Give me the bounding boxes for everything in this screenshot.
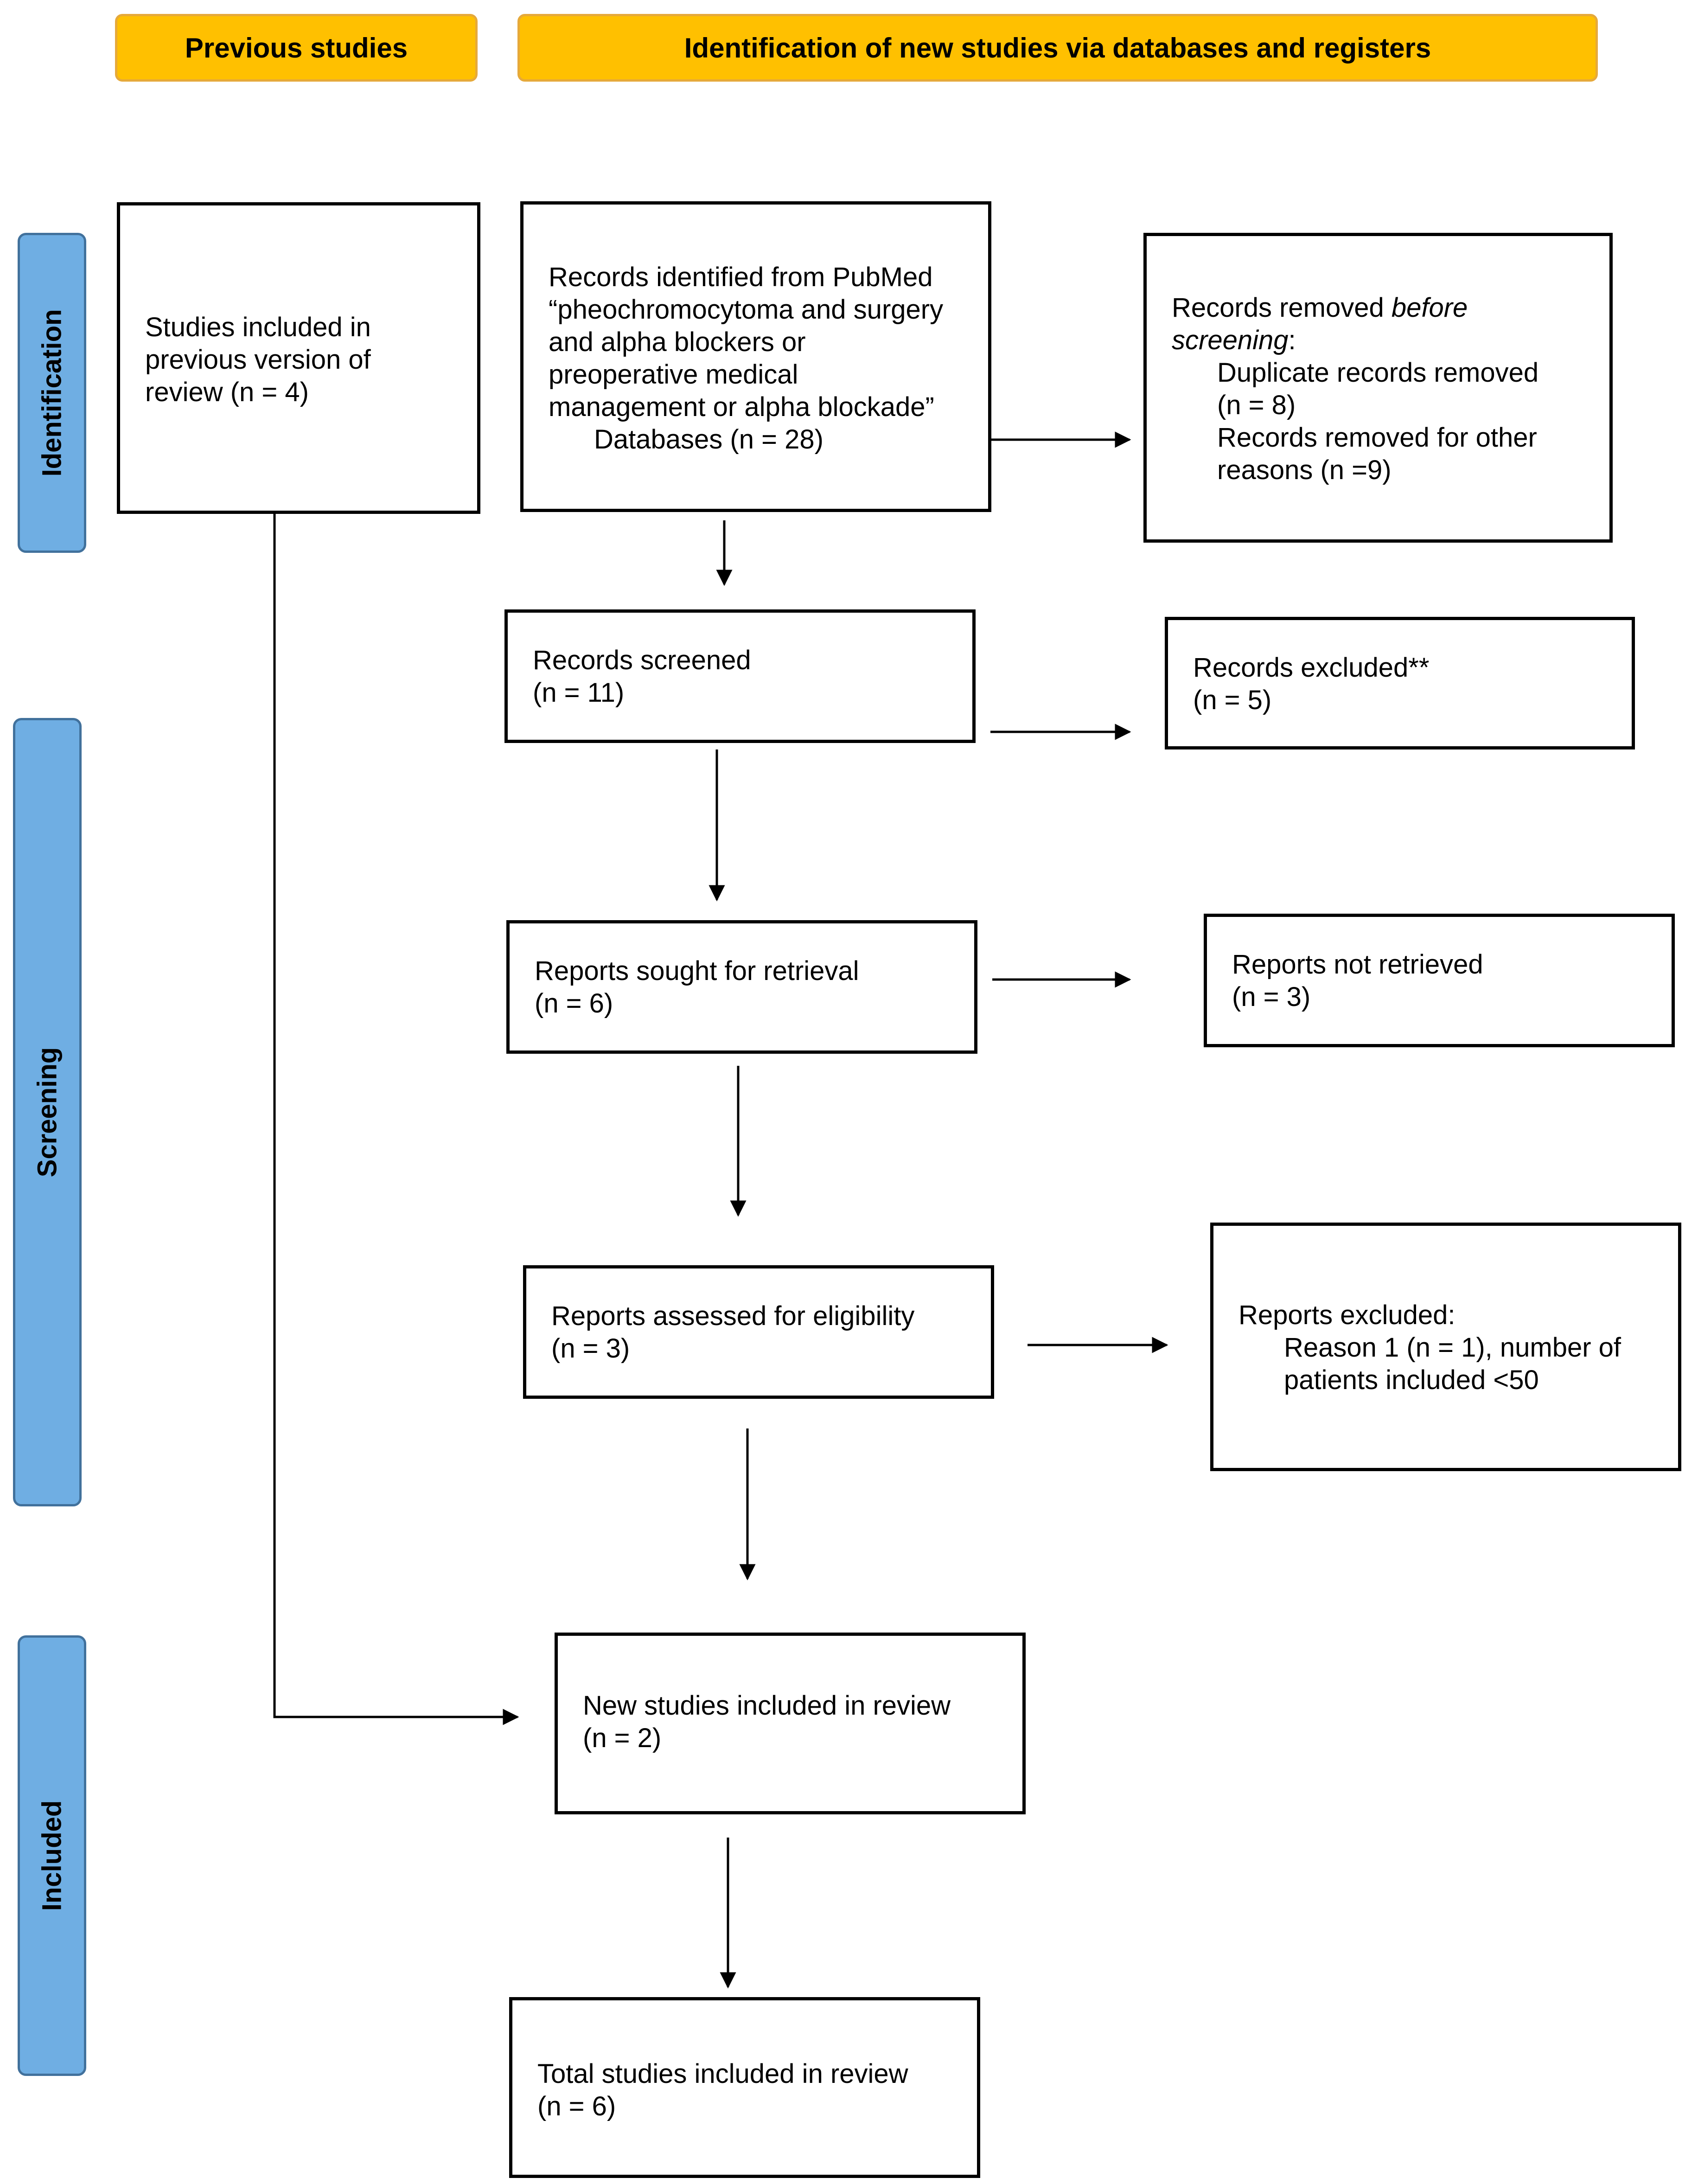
header-previous-studies-label: Previous studies <box>185 32 408 64</box>
records-removed-title-screening: screening <box>1172 325 1289 355</box>
records-removed-title-colon: : <box>1288 325 1296 355</box>
header-previous-studies: Previous studies <box>115 14 478 82</box>
header-identification-new-studies: Identification of new studies via databa… <box>517 14 1598 82</box>
reports-excluded-reason-line1: Reason 1 (n = 1), number of <box>1284 1332 1621 1363</box>
records-removed-title: Records removed before <box>1172 292 1468 324</box>
records-identified-line1: Records identified from PubMed <box>549 262 933 292</box>
previous-studies-line3: review (n = 4) <box>145 377 309 407</box>
records-identified-line5: management or alpha blockade” <box>549 392 934 422</box>
total-studies-count: (n = 6) <box>537 2091 616 2121</box>
records-removed-box: Records removed before screening: Duplic… <box>1143 233 1613 543</box>
records-screened-label: Records screened <box>533 645 751 675</box>
new-studies-box: New studies included in review (n = 2) <box>555 1633 1026 1814</box>
arrow-previous-to-new-studies <box>273 513 519 1725</box>
records-removed-title-before: before <box>1391 293 1468 323</box>
previous-studies-line2: previous version of <box>145 345 371 375</box>
header-identification-label: Identification of new studies via databa… <box>684 32 1431 64</box>
reports-assessed-label: Reports assessed for eligibility <box>551 1301 915 1331</box>
records-identified-databases: Databases (n = 28) <box>594 424 823 455</box>
previous-studies-line1: Studies included in <box>145 312 371 342</box>
other-reasons-label: Records removed for other <box>1217 423 1537 453</box>
phase-screening: Screening <box>13 718 82 1506</box>
reports-sought-box: Reports sought for retrieval (n = 6) <box>506 920 977 1054</box>
records-removed-title2: screening: <box>1172 324 1296 357</box>
phase-included: Included <box>18 1635 86 2076</box>
records-identified-line2: “pheochromocytoma and surgery <box>549 295 944 325</box>
reports-sought-count: (n = 6) <box>535 988 613 1018</box>
other-reasons-count: reasons (n =9) <box>1217 455 1392 485</box>
records-identified-line4: preoperative medical <box>549 359 798 390</box>
records-removed-title-start: Records removed <box>1172 293 1392 323</box>
reports-excluded-label: Reports excluded: <box>1238 1300 1455 1330</box>
reports-sought-label: Reports sought for retrieval <box>535 956 859 986</box>
records-identified-line3: and alpha blockers or <box>549 327 806 357</box>
reports-not-retrieved-count: (n = 3) <box>1232 982 1311 1012</box>
duplicate-records-count: (n = 8) <box>1217 390 1296 420</box>
records-identified-box: Records identified from PubMed “pheochro… <box>520 201 991 512</box>
total-studies-label: Total studies included in review <box>537 2059 908 2089</box>
reports-not-retrieved-box: Reports not retrieved (n = 3) <box>1204 914 1675 1047</box>
records-excluded-box: Records excluded** (n = 5) <box>1165 617 1635 749</box>
reports-not-retrieved-label: Reports not retrieved <box>1232 949 1483 980</box>
records-excluded-count: (n = 5) <box>1193 685 1272 715</box>
phase-identification: Identification <box>18 233 86 553</box>
records-screened-count: (n = 11) <box>533 678 625 708</box>
duplicate-records-label: Duplicate records removed <box>1217 358 1539 388</box>
new-studies-count: (n = 2) <box>583 1723 662 1753</box>
new-studies-label: New studies included in review <box>583 1691 951 1721</box>
reports-excluded-reason-line2: patients included <50 <box>1284 1365 1539 1395</box>
reports-excluded-box: Reports excluded: Reason 1 (n = 1), numb… <box>1210 1223 1681 1471</box>
reports-assessed-count: (n = 3) <box>551 1333 630 1364</box>
previous-studies-box: Studies included in previous version of … <box>117 202 480 514</box>
total-studies-box: Total studies included in review (n = 6) <box>509 1997 980 2178</box>
reports-assessed-box: Reports assessed for eligibility (n = 3) <box>523 1265 994 1399</box>
records-excluded-label: Records excluded** <box>1193 653 1430 683</box>
records-screened-box: Records screened (n = 11) <box>504 609 976 743</box>
